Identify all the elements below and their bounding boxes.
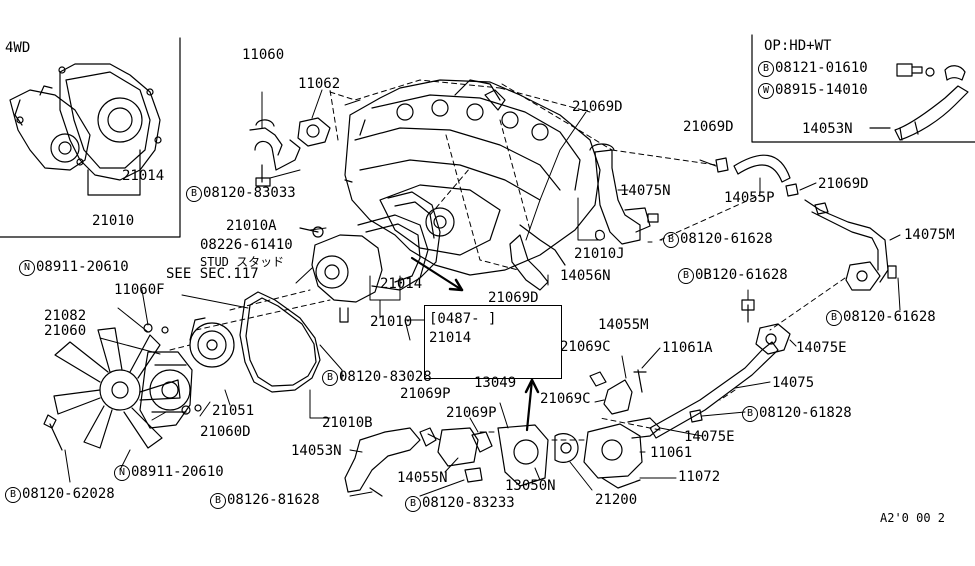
part-label-21069P-b: 21069P (446, 405, 497, 421)
part-label-14075M: 14075M (904, 227, 955, 243)
nut-prefix-icon: N (19, 260, 35, 276)
part-label-21082: 21082 (44, 308, 87, 324)
part-label-21060D: 21060D (200, 424, 251, 440)
part-label-14056N: 14056N (560, 268, 611, 284)
inset-4wd-title: 4WD (5, 40, 31, 56)
water-pipes-illustration (509, 143, 897, 439)
inset-4wd-frame (0, 37, 181, 238)
washer-prefix-icon: W (758, 83, 774, 99)
part-label-21010J: 21010J (574, 246, 625, 262)
bolt-prefix-icon: B (5, 487, 21, 503)
part-label-21014-main: 21014 (380, 276, 423, 292)
part-label-14055M: 14055M (598, 317, 649, 333)
diagram-reference-code: A2'0 00 2 (880, 511, 946, 525)
part-label-21010A: 21010A (226, 218, 277, 234)
part-label-08226-61410: 08226-61410 (200, 237, 293, 253)
bolt-prefix-icon: B (758, 61, 774, 77)
part-label-14075N: 14075N (620, 183, 671, 199)
bolt-prefix-icon: B (826, 310, 842, 326)
part-label-21014-inset: 21014 (122, 168, 165, 184)
part-label-21069D-top: 21069D (572, 99, 623, 115)
part-label-13049: 13049 (474, 375, 517, 391)
bolt-prefix-icon: B (678, 268, 694, 284)
callout-date: [0487- ] (429, 311, 497, 327)
inset-option-title: OP:HD+WT (764, 38, 832, 54)
engine-block-illustration (344, 79, 601, 276)
part-label-21051: 21051 (212, 403, 255, 419)
part-label-11060F: 11060F (114, 282, 165, 298)
fan-assembly-illustration (43, 323, 202, 451)
part-label-14055P: 14055P (724, 190, 775, 206)
part-label-14075E-top: 14075E (796, 340, 847, 356)
inset-option-frame (751, 34, 975, 143)
part-label-21069C-b: 21069C (540, 391, 591, 407)
bolt-prefix-icon: B (210, 493, 226, 509)
part-label-11072: 11072 (678, 469, 721, 485)
callout-box (424, 305, 562, 379)
pulley-belt-illustration (189, 291, 321, 393)
water-outlet-illustration (583, 369, 661, 489)
see-section-label: SEE SEC.117 (166, 266, 259, 282)
part-label-21060: 21060 (44, 323, 87, 339)
part-label-21069D-right2: 21069D (818, 176, 869, 192)
callout-part: 21014 (429, 330, 472, 346)
part-label-14053N-inset: 14053N (802, 121, 853, 137)
part-label-11060: 11060 (242, 47, 285, 63)
bolt-prefix-icon: B (186, 186, 202, 202)
part-label-21200: 21200 (595, 492, 638, 508)
part-label-21069C-a: 21069C (560, 339, 611, 355)
pointer-arrows (410, 256, 540, 432)
bolt-prefix-icon: B (322, 370, 338, 386)
bolt-prefix-icon: B (742, 406, 758, 422)
lower-hose-illustration (344, 424, 579, 497)
part-label-21010B: 21010B (322, 415, 373, 431)
thermostat-housing-illustration (249, 117, 331, 187)
part-label-21069D-right: 21069D (683, 119, 734, 135)
nut-prefix-icon: N (114, 465, 130, 481)
part-label-21010-inset: 21010 (92, 213, 135, 229)
part-label-21069D-mid: 21069D (488, 290, 539, 306)
bolt-prefix-icon: B (405, 496, 421, 512)
part-label-11061A: 11061A (662, 340, 713, 356)
inset-water-pump-illustration (9, 63, 162, 196)
part-label-11061: 11061 (650, 445, 693, 461)
part-label-14055N: 14055N (397, 470, 448, 486)
inset-option-parts (869, 63, 969, 141)
part-label-14075E-bottom: 14075E (684, 429, 735, 445)
part-label-21069P-a: 21069P (400, 386, 451, 402)
part-label-14053N: 14053N (291, 443, 342, 459)
part-label-11062: 11062 (298, 76, 341, 92)
part-label-13050N: 13050N (505, 478, 556, 494)
part-label-stud: STUD スタッド (200, 255, 285, 269)
bolt-prefix-icon: B (663, 232, 679, 248)
part-label-14075: 14075 (772, 375, 815, 391)
part-label-21010-main: 21010 (370, 314, 413, 330)
leader-lines (64, 79, 901, 497)
